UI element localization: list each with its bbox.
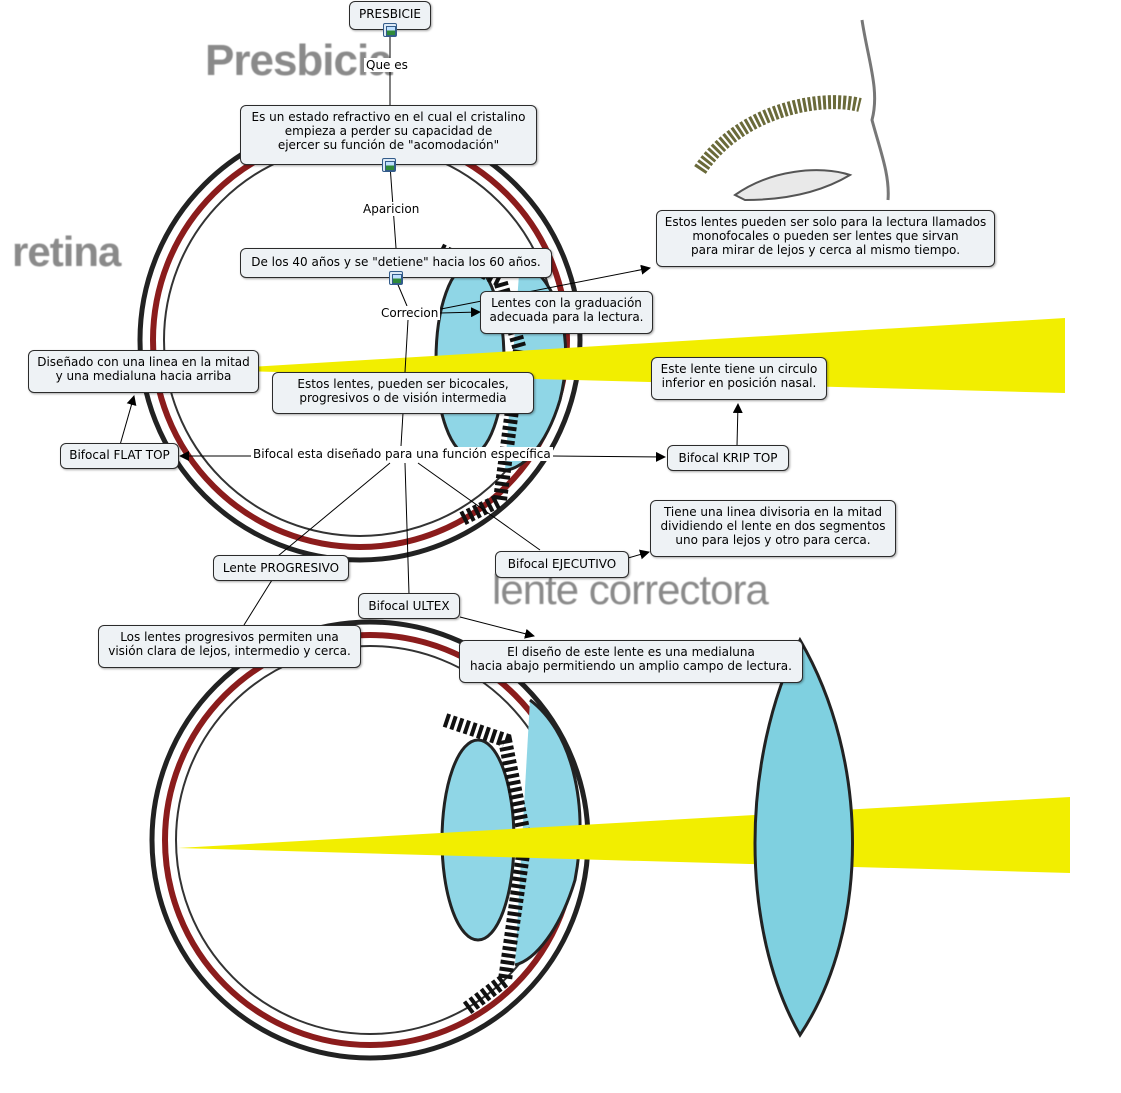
node-flattop[interactable]: Bifocal FLAT TOP bbox=[60, 443, 179, 469]
node-definition[interactable]: Es un estado refractivo en el cual el cr… bbox=[240, 105, 537, 165]
node-graduation[interactable]: Lentes con la graduación adecuada para l… bbox=[480, 291, 653, 334]
node-kriptop-desc[interactable]: Este lente tiene un circulo inferior en … bbox=[651, 357, 827, 400]
node-kriptop[interactable]: Bifocal KRIP TOP bbox=[667, 445, 789, 471]
upper-eye bbox=[140, 120, 580, 560]
node-monofocal[interactable]: Estos lentes pueden ser solo para la lec… bbox=[656, 210, 995, 267]
eyebrow bbox=[700, 102, 860, 170]
node-ultex-desc[interactable]: El diseño de este lente es una medialuna… bbox=[459, 640, 803, 683]
image-icon[interactable] bbox=[382, 158, 396, 172]
node-flattop-desc[interactable]: Diseñado con una linea en la mitad y una… bbox=[28, 350, 259, 393]
link-label-que-es: Que es bbox=[364, 58, 410, 72]
image-icon[interactable] bbox=[383, 23, 397, 37]
link-label-bifocal: Bifocal esta diseñado para una función e… bbox=[251, 447, 553, 461]
lower-light-beam bbox=[178, 797, 1070, 873]
node-ejecutivo-desc[interactable]: Tiene una linea divisoria en la mitad di… bbox=[650, 500, 896, 557]
node-progresivo-desc[interactable]: Los lentes progresivos permiten una visi… bbox=[98, 625, 361, 668]
link-label-correcion: Correcion bbox=[379, 306, 440, 320]
node-progresivo[interactable]: Lente PROGRESIVO bbox=[213, 555, 349, 581]
image-icon[interactable] bbox=[389, 271, 403, 285]
node-ejecutivo[interactable]: Bifocal EJECUTIVO bbox=[495, 551, 629, 578]
node-ultex[interactable]: Bifocal ULTEX bbox=[358, 593, 460, 619]
retina-bg-label: retina bbox=[12, 228, 120, 276]
node-bicocales[interactable]: Estos lentes, pueden ser bicocales, prog… bbox=[272, 372, 534, 414]
face-profile bbox=[862, 20, 888, 200]
corrective-lens bbox=[755, 640, 853, 1035]
link-label-aparicion: Aparicion bbox=[361, 202, 421, 216]
eye-sketch bbox=[735, 170, 850, 200]
